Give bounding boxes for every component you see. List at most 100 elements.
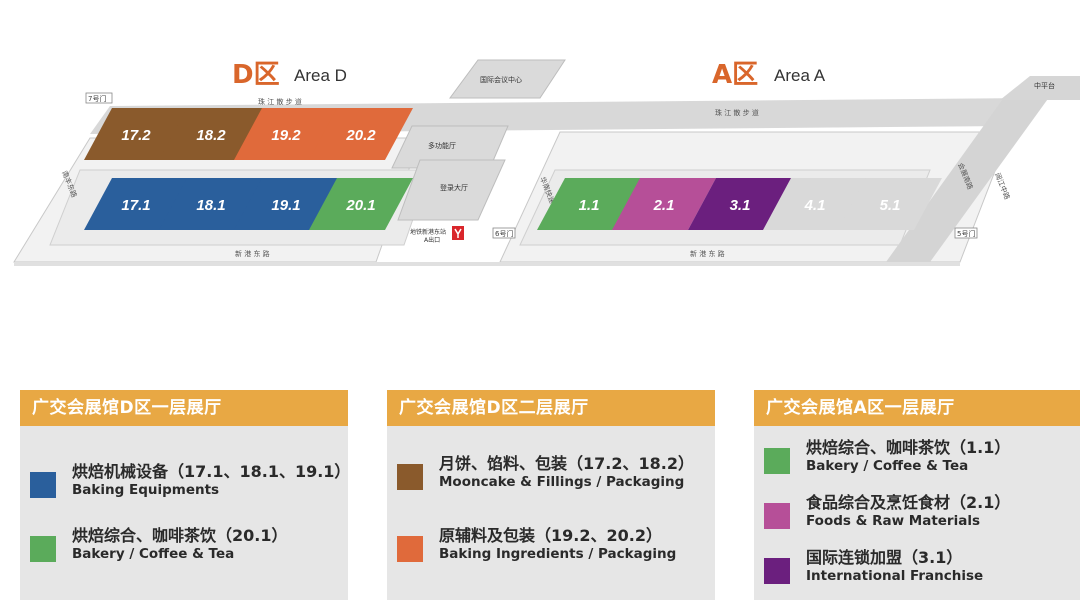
- hall-5-1: 5.1: [838, 178, 942, 230]
- legend-swatch: [764, 448, 790, 474]
- road-strip: [14, 262, 960, 266]
- legend-item-zh: 烘焙综合、咖啡茶饮（1.1）: [806, 438, 1011, 457]
- hall-shape: [159, 108, 263, 160]
- hall-label: 2.1: [653, 197, 675, 214]
- legend-item-en: Baking Equipments: [72, 482, 220, 498]
- legend-title: 广交会展馆D区二层展厅: [387, 390, 715, 426]
- hall-shape: [309, 178, 413, 230]
- legend-item: 烘焙机械设备（17.1、18.1、19.1） Baking Equipments: [30, 462, 350, 499]
- registration-hall-shape: [397, 159, 506, 221]
- legend-swatch: [30, 536, 56, 562]
- hall-label: 19.1: [271, 197, 300, 214]
- hall-19-2: 19.2: [234, 108, 338, 160]
- hall-label: 3.1: [730, 197, 751, 214]
- hall-label: 1.1: [579, 197, 600, 214]
- multi-function-hall-label: 多功能厅: [428, 141, 456, 150]
- legend-item: 烘焙综合、咖啡茶饮（1.1） Bakery / Coffee & Tea: [764, 438, 1010, 475]
- gate5-box: [954, 227, 978, 239]
- hall-label: 20.1: [345, 197, 375, 214]
- legend-item-zh: 烘焙机械设备（17.1、18.1、19.1）: [72, 462, 351, 481]
- hall-2-1: 2.1: [612, 178, 716, 230]
- legend-title: 广交会展馆A区一层展厅: [754, 390, 1080, 426]
- legend-item-en: Bakery / Coffee & Tea: [72, 546, 235, 562]
- hall-20-2: 20.2: [309, 108, 413, 160]
- legend-item-en: Foods & Raw Materials: [806, 513, 980, 529]
- legend-item: 烘焙综合、咖啡茶饮（20.1） Bakery / Coffee & Tea: [30, 526, 287, 563]
- exhibition-map: D区 Area D A区 Area A 7号门 珠 江 散 步 道 珠 江 散 …: [13, 59, 1080, 266]
- road-label-left: 新 港 东 路: [235, 249, 270, 258]
- legend-item-zh: 国际连锁加盟（3.1）: [806, 548, 963, 567]
- legend-swatch: [30, 472, 56, 498]
- legend-item-en: Baking Ingredients / Packaging: [439, 546, 677, 562]
- gate5-label: 5号门: [957, 229, 975, 238]
- legend-item-en: International Franchise: [806, 568, 984, 584]
- road-vertical-right2: 阅江中路: [993, 171, 1012, 200]
- hall-18-1: 18.1: [159, 178, 263, 230]
- promenade-label-left: 珠 江 散 步 道: [258, 97, 302, 106]
- hall-3-1: 3.1: [688, 178, 792, 230]
- hall-shape: [688, 178, 792, 230]
- hall-shape: [763, 178, 867, 230]
- legend-item-en: Bakery / Coffee & Tea: [806, 458, 969, 474]
- legend-swatch: [764, 558, 790, 584]
- legend-swatch: [764, 503, 790, 529]
- hall-4-1: 4.1: [763, 178, 867, 230]
- hall-19-1: 19.1: [234, 178, 338, 230]
- legend-swatch: [397, 536, 423, 562]
- legend-card-d-floor1: 广交会展馆D区一层展厅 烘焙机械设备（17.1、18.1、19.1） Bakin…: [20, 390, 350, 600]
- legend-item-zh: 月饼、馅料、包装（17.2、18.2）: [439, 454, 694, 473]
- hall-17-2: 17.2: [84, 108, 188, 160]
- hall-17-1: 17.1: [84, 178, 188, 230]
- hall-shape: [234, 178, 338, 230]
- conference-center-label: 国际会议中心: [480, 75, 522, 84]
- area-d-name: Area D: [294, 66, 347, 85]
- registration-hall-label: 登录大厅: [440, 183, 468, 192]
- metro-station-label: 地铁新港东站: [410, 228, 446, 236]
- gate7-label: 7号门: [88, 94, 106, 103]
- hall-shape: [838, 178, 942, 230]
- gate6-box: [492, 227, 516, 239]
- hall-label: 18.1: [196, 197, 225, 214]
- area-d-letter: D区: [232, 60, 280, 90]
- legend-card-a-floor1: 广交会展馆A区一层展厅 烘焙综合、咖啡茶饮（1.1） Bakery / Coff…: [754, 390, 1080, 600]
- hall-shape: [537, 178, 641, 230]
- zhongping-platform: [1000, 76, 1080, 100]
- hall-label: 17.2: [121, 127, 151, 144]
- legend-item-zh: 食品综合及烹饪食材（2.1）: [806, 493, 1011, 512]
- right-corridor: [886, 96, 1050, 262]
- metro-icon: [452, 226, 464, 240]
- halls-layer: 17.2 18.2 19.2 20.2 17.1 18.1 19.1 20.1 1.1 2.1 3.…: [84, 108, 942, 230]
- legend-item-zh: 原辅料及包装（19.2、20.2）: [439, 526, 662, 545]
- gate7-box: [85, 92, 113, 104]
- hall-shape: [612, 178, 716, 230]
- legend-item-zh: 烘焙综合、咖啡茶饮（20.1）: [72, 526, 288, 545]
- hall-1-1: 1.1: [537, 178, 641, 230]
- legend-item-en: Mooncake & Fillings / Packaging: [439, 474, 685, 490]
- hall-label: 18.2: [196, 127, 226, 144]
- hall-18-2: 18.2: [159, 108, 263, 160]
- conference-center-shape: [449, 59, 566, 99]
- legend-item: 国际连锁加盟（3.1） International Franchise: [764, 548, 983, 585]
- gate6-label: 6号门: [495, 229, 513, 238]
- hall-shape: [234, 108, 338, 160]
- hall-label: 5.1: [880, 197, 901, 214]
- hall-shape: [84, 108, 188, 160]
- area-a-name: Area A: [774, 66, 826, 85]
- hall-shape: [309, 108, 413, 160]
- hall-label: 19.2: [271, 127, 301, 144]
- legend-item: 月饼、馅料、包装（17.2、18.2） Mooncake & Fillings …: [397, 454, 694, 491]
- promenade-label-right: 珠 江 散 步 道: [715, 108, 759, 117]
- metro-exit-label: A出口: [424, 236, 440, 244]
- road-label-right: 新 港 东 路: [690, 249, 725, 258]
- hall-shape: [159, 178, 263, 230]
- legend-swatch: [397, 464, 423, 490]
- hall-label: 17.1: [121, 197, 150, 214]
- legend-card-d-floor2: 广交会展馆D区二层展厅 月饼、馅料、包装（17.2、18.2） Mooncake…: [387, 390, 715, 600]
- hall-20-1: 20.1: [309, 178, 413, 230]
- zhongping-label: 中平台: [1034, 81, 1055, 90]
- legend-title: 广交会展馆D区一层展厅: [20, 390, 348, 426]
- hall-label: 20.2: [345, 127, 376, 144]
- hall-shape: [84, 178, 188, 230]
- hall-label: 4.1: [804, 197, 826, 214]
- legend-item: 食品综合及烹饪食材（2.1） Foods & Raw Materials: [764, 493, 1010, 530]
